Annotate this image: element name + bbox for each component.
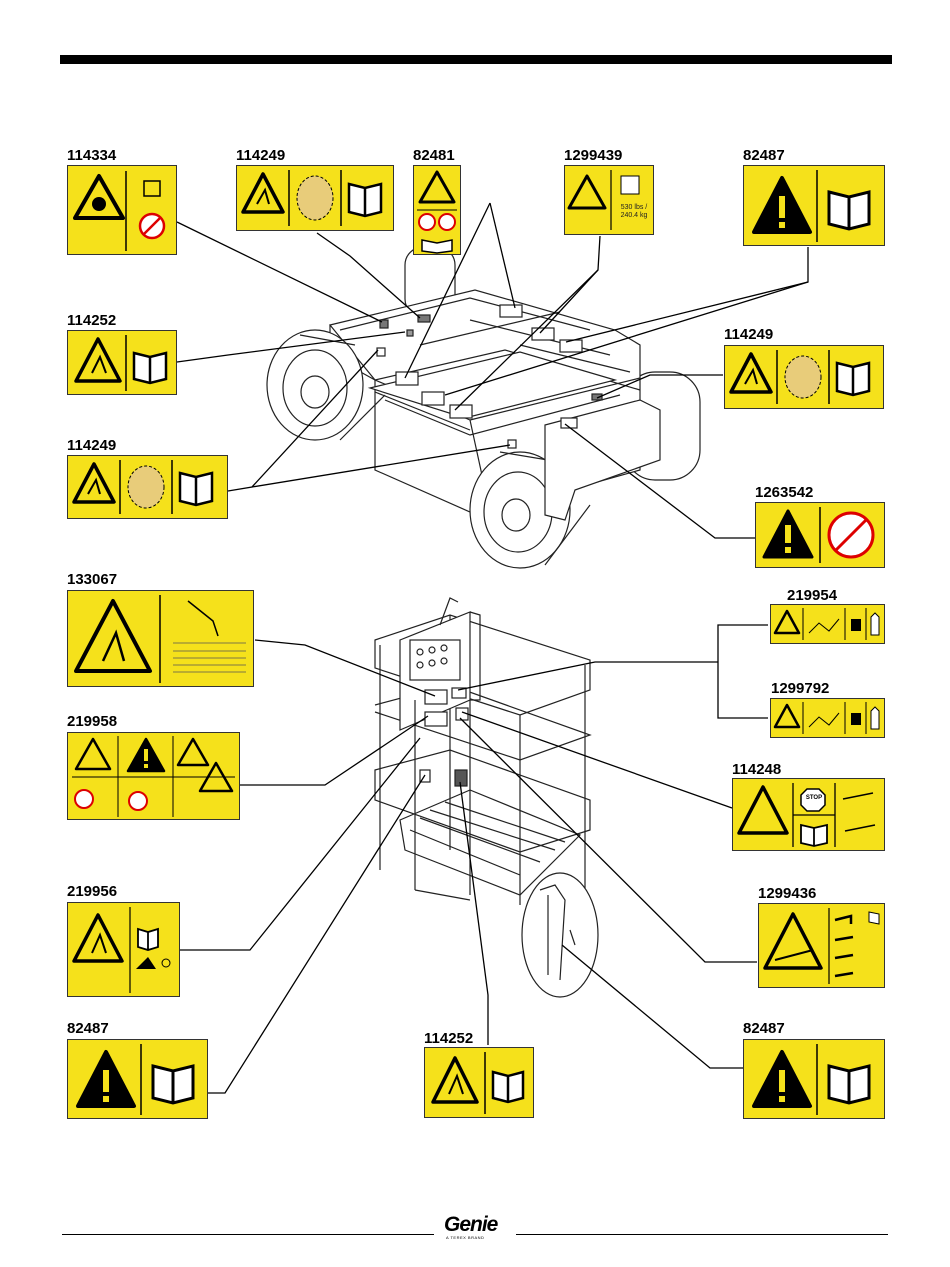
part-number-133067: 133067 (67, 572, 117, 588)
part-number-114249: 114249 (724, 327, 773, 343)
part-number-82487: 82487 (67, 1021, 109, 1037)
decal-1263542 (755, 502, 885, 568)
decal-114334 (67, 165, 177, 255)
logo-tagline: A TEREX BRAND (446, 1235, 484, 1240)
platform-drawing (375, 598, 598, 997)
part-number-114252: 114252 (424, 1031, 473, 1047)
part-number-114249: 114249 (67, 438, 116, 454)
decal-1299792 (770, 698, 885, 738)
decal-219958 (67, 732, 240, 820)
decal-weight-text: 530 lbs / 240.4 kg (615, 204, 653, 220)
part-number-114248: 114248 (732, 762, 781, 778)
decal-114249 (67, 455, 228, 519)
decal-114252 (424, 1047, 534, 1118)
part-number-1299792: 1299792 (771, 681, 829, 697)
part-number-219954: 219954 (787, 588, 837, 604)
part-number-1299439: 1299439 (564, 148, 622, 164)
stop-sign-text: STOP (802, 795, 826, 801)
decal-1299439: 530 lbs / 240.4 kg (564, 165, 654, 235)
footer-rule-right (516, 1234, 888, 1235)
decal-219956 (67, 902, 180, 997)
decal-114249 (724, 345, 884, 409)
decal-133067 (67, 590, 254, 687)
part-number-219956: 219956 (67, 884, 117, 900)
part-number-82487: 82487 (743, 1021, 785, 1037)
logo-name: Genie (444, 1213, 497, 1237)
part-number-82487: 82487 (743, 148, 785, 164)
decal-1299436 (758, 903, 885, 988)
chassis-drawing (267, 247, 700, 568)
part-number-114249: 114249 (236, 148, 285, 164)
decal-114248: STOP (732, 778, 885, 851)
footer-rule-left (62, 1234, 434, 1235)
part-number-1263542: 1263542 (755, 485, 813, 501)
decal-114252 (67, 330, 177, 395)
part-number-82481: 82481 (413, 148, 455, 164)
part-number-114252: 114252 (67, 313, 116, 329)
part-number-114334: 114334 (67, 148, 116, 164)
part-number-1299436: 1299436 (758, 886, 816, 902)
decal-82487 (67, 1039, 208, 1119)
decal-82487 (743, 165, 885, 246)
decal-114249 (236, 165, 394, 231)
part-number-219958: 219958 (67, 714, 117, 730)
decal-82487 (743, 1039, 885, 1119)
decal-82481 (413, 165, 461, 255)
decal-219954 (770, 604, 885, 644)
genie-logo: Genie A TEREX BRAND (442, 1213, 508, 1243)
